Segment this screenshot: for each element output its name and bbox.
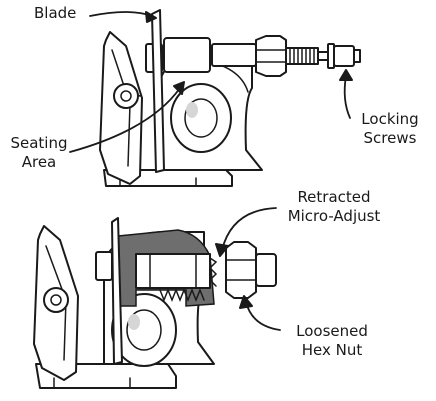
seating-arrowhead [173,81,185,95]
retracted-leader [221,207,277,251]
loosened-label-line2: Hex Nut [301,341,363,359]
loosened-label-line1: Loosened [296,322,368,340]
retracted-label-line2: Micro-Adjust [287,207,381,225]
retracted-label-line1: Retracted [297,188,371,206]
top-hex-nut [255,35,287,77]
seating-area-label-line2: Area [21,153,57,171]
blade-leader [89,11,153,17]
top-thumb-screw [113,83,139,109]
retracted-arrowhead [215,243,229,257]
loosened-hex-nut-label: Loosened Hex Nut [284,322,380,360]
bottom-hex-nut [225,241,257,299]
bottom-blade [111,217,123,365]
top-barrel [211,43,257,67]
locking-screws-label: Locking Screws [350,110,430,148]
loosened-arrowhead [239,295,253,309]
top-shaft-block [163,37,211,73]
seating-area-label: Seating Area [4,134,74,172]
bottom-bearing [111,293,177,367]
seating-area-label-line1: Seating [10,134,68,152]
bottom-assembly [33,217,277,389]
top-bearing [170,83,232,153]
top-assembly [99,9,361,187]
bottom-thumb-screw [43,287,69,313]
bottom-inner-bore [135,253,211,289]
locking-screws-label-line2: Screws [363,129,417,147]
retracted-micro-adjust-label: Retracted Micro-Adjust [276,188,392,226]
blade-arrowhead [145,11,157,23]
blade-label: Blade [34,4,77,22]
locking-screws-label-line1: Locking [361,110,419,128]
locking-screws-arrowhead [339,69,353,81]
seating-leader [69,87,181,153]
bottom-end-cap [255,253,277,287]
bottom-micro-adjust [208,257,218,287]
top-blade [151,9,165,173]
